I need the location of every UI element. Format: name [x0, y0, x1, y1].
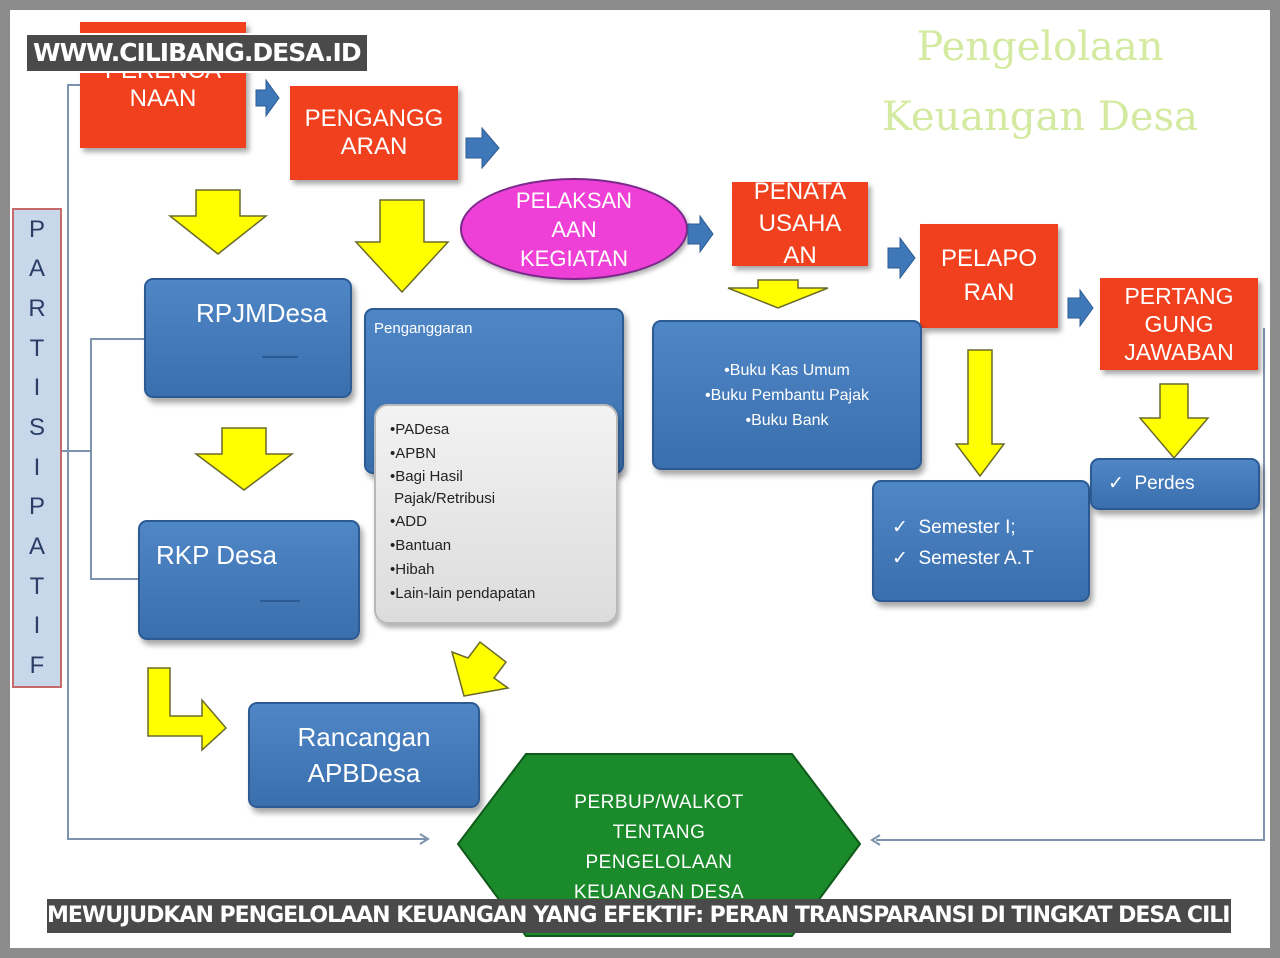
side-label-letter: T [29, 572, 45, 600]
semester-item-1: ✓ Semester I; [892, 517, 1016, 538]
perdes-item: ✓ Perdes [1108, 473, 1195, 494]
buku-item-1: •Buku Kas Umum [724, 361, 850, 379]
box-rkpdesa-dash [260, 600, 300, 602]
arrow-pelaporan-to-semester [954, 349, 1006, 478]
stage-pelaporan-line-1: PELAPO [940, 245, 1038, 272]
side-label-letter: P [28, 493, 45, 521]
stage-pelaksanaan-line-2: AAN [551, 216, 597, 242]
arrow-pelaporan-to-pertanggungjawaban [1067, 288, 1094, 328]
stage-pelaporan: PELAPO RAN [920, 224, 1058, 328]
arrow-pelaksanaan-to-penatausahaan [687, 214, 714, 254]
perbup-hexagon-shape [456, 753, 862, 937]
stage-pelaksanaan-line-1: PELAKSAN [515, 187, 633, 213]
stage-pertanggungjawaban-line-2: GUNG [1144, 311, 1214, 337]
left-loop-arrowhead [419, 833, 430, 845]
arrow-perencanaan-to-rpjmdesa [167, 189, 269, 255]
side-label-letter: T [29, 334, 45, 362]
box-semester: ✓ Semester I; ✓ Semester A.T [872, 480, 1090, 602]
arrow-penatausahaan-to-pelaporan [887, 236, 916, 280]
buku-item-2: •Buku Pembantu Pajak [705, 386, 869, 404]
arrow-perencanaan-to-penganggaran [255, 78, 280, 118]
bracket-top-line [90, 338, 146, 340]
arrow-rkpdesa-to-rancangan [147, 667, 228, 752]
check-icon: ✓ [892, 548, 908, 569]
perbup-line-1: PERBUP/WALKOT [574, 792, 744, 813]
side-label-letter: I [33, 453, 41, 481]
right-loop-arrowhead [870, 834, 881, 846]
stage-perencanaan-line-2: NAAN [129, 85, 197, 112]
stage-pelaksanaan-line-3: KEGIATAN [520, 245, 628, 271]
stage-penatausahaan-line-1: PENATA [753, 178, 847, 205]
bracket-stem-line [60, 450, 90, 452]
box-rpjmdesa-label: RPJMDesa [196, 298, 328, 328]
left-loop-line [67, 84, 69, 840]
buku-item-3: •Buku Bank [745, 411, 829, 429]
right-loop-bottom-line [876, 839, 1265, 841]
arrow-sumber-to-rancangan [450, 640, 510, 697]
stage-pertanggungjawaban: PERTANG GUNG JAWABAN [1100, 278, 1258, 370]
sumber-item: •Bagi Hasil Pajak/Retribusi [390, 468, 496, 507]
bracket-vertical-line [90, 338, 92, 580]
stage-penganggaran-line-2: ARAN [340, 133, 408, 160]
check-icon: ✓ [892, 517, 908, 538]
perbup-line-2: TENTANG [612, 822, 706, 843]
sumber-item: •ADD [390, 513, 427, 530]
box-rancangan-line-1: Rancangan [297, 722, 431, 752]
semester-item-2: ✓ Semester A.T [892, 548, 1034, 569]
stage-penatausahaan: PENATA USAHA AN [732, 178, 868, 269]
stage-pelaksanaan: PELAKSAN AAN KEGIATAN [460, 178, 688, 280]
stage-penatausahaan-line-3: AN [783, 242, 817, 269]
side-label-letter: R [28, 295, 46, 323]
diagram-title: Pengelolaan Keuangan Desa [870, 24, 1210, 140]
site-watermark: WWW.CILIBANG.DESA.ID [25, 33, 369, 73]
box-perdes: ✓ Perdes [1090, 458, 1260, 510]
arrow-rpjmdesa-to-rkpdesa [193, 427, 295, 491]
arrow-penganggaran-to-pelaksanaan [465, 126, 500, 170]
sumber-item: •Hibah [390, 561, 435, 578]
left-loop-bottom-line [67, 838, 427, 840]
stage-pelaporan-line-2: RAN [963, 279, 1015, 306]
stage-penatausahaan-line-2: USAHA [758, 210, 842, 237]
right-loop-line [1263, 328, 1265, 841]
sumber-item: •Bantuan [390, 537, 452, 554]
stage-pertanggungjawaban-line-3: JAWABAN [1124, 339, 1234, 365]
box-sumber-pendapatan: •PADesa •APBN •Bagi Hasil Pajak/Retribus… [374, 404, 618, 624]
title-line-1: Pengelolaan [916, 24, 1164, 70]
box-rkpdesa: RKP Desa [138, 520, 360, 640]
caption-banner: MEWUJUDKAN PENGELOLAAN KEUANGAN YANG EFE… [47, 899, 1231, 933]
arrow-penatausahaan-to-buku [727, 279, 829, 309]
sumber-item: •APBN [390, 445, 437, 462]
box-rancangan-line-2: APBDesa [307, 758, 421, 788]
box-penganggaran-title: Penganggaran [374, 320, 473, 337]
arrow-penganggaran-to-box [354, 199, 450, 294]
sumber-item: •PADesa [390, 421, 450, 438]
stage-penganggaran-line-1: PENGANGG [304, 105, 444, 132]
left-loop-top-line [67, 84, 81, 86]
sumber-item: •Lain-lain pendapatan [390, 585, 536, 602]
arrow-pertanggungjawaban-to-perdes [1138, 383, 1210, 460]
stage-penganggaran: PENGANGG ARAN [290, 86, 458, 180]
box-rkpdesa-label: RKP Desa [156, 540, 277, 570]
title-line-2: Keuangan Desa [882, 94, 1198, 140]
box-rpjmdesa: RPJMDesa [144, 278, 352, 398]
side-label-letter: A [28, 533, 45, 561]
side-label-letter: I [33, 374, 41, 402]
perbup-line-4: KEUANGAN DESA [573, 882, 745, 903]
box-rpjmdesa-dash [262, 356, 298, 358]
bracket-bottom-line [90, 578, 140, 580]
perbup-line-3: PENGELOLAAN [585, 852, 733, 873]
stage-pertanggungjawaban-line-1: PERTANG [1124, 283, 1234, 309]
box-buku: •Buku Kas Umum •Buku Pembantu Pajak •Buk… [652, 320, 922, 470]
side-label-letter: I [33, 612, 41, 640]
box-rancangan-apbdesa: Rancangan APBDesa [248, 702, 480, 808]
perbup-text: PERBUP/WALKOT TENTANG PENGELOLAAN KEUANG… [506, 788, 812, 908]
check-icon: ✓ [1108, 473, 1124, 494]
side-label-letter: P [28, 215, 45, 243]
side-label-letter: S [28, 414, 45, 442]
side-label-letter: F [29, 652, 45, 680]
side-label-letter: A [28, 255, 45, 283]
